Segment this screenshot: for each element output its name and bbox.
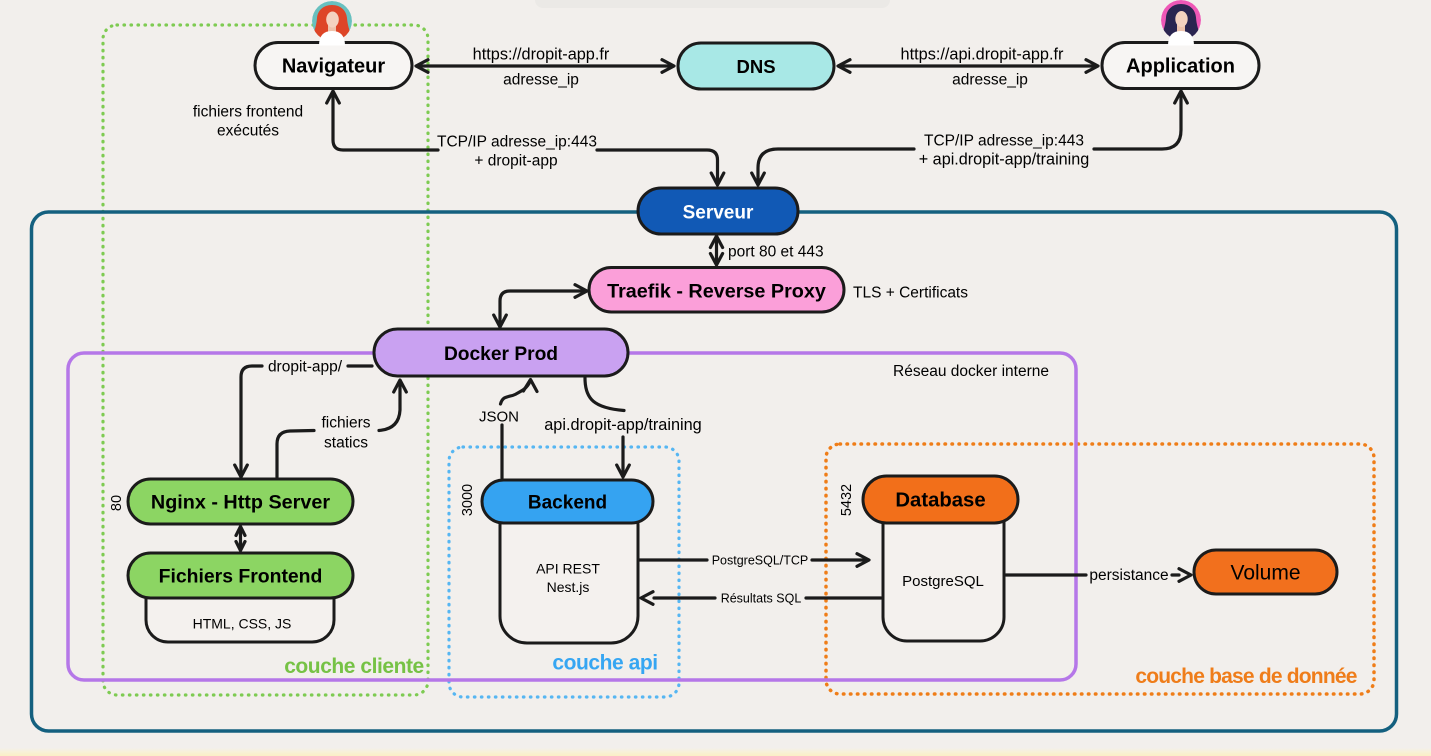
svg-text:DNS: DNS	[736, 56, 775, 77]
svg-text:Résultats SQL: Résultats SQL	[721, 592, 802, 606]
svg-text:api.dropit-app/training: api.dropit-app/training	[544, 416, 702, 434]
svg-text:Backend: Backend	[528, 493, 607, 514]
svg-text:JSON: JSON	[479, 409, 519, 426]
svg-text:Traefik - Reverse Proxy: Traefik - Reverse Proxy	[607, 281, 826, 303]
svg-text:Volume: Volume	[1230, 562, 1300, 585]
svg-text:Nest.js: Nest.js	[547, 579, 590, 595]
svg-text:5432: 5432	[839, 484, 855, 516]
svg-text:adresse_ip: adresse_ip	[503, 72, 579, 89]
svg-text:exécutés: exécutés	[217, 123, 279, 140]
svg-text:couche api: couche api	[552, 652, 657, 675]
svg-text:couche cliente: couche cliente	[284, 655, 424, 678]
svg-text:https://dropit-app.fr: https://dropit-app.fr	[473, 46, 610, 64]
svg-text:statics: statics	[324, 435, 368, 452]
svg-text:Réseau docker interne: Réseau docker interne	[893, 363, 1049, 380]
svg-text:HTML, CSS, JS: HTML, CSS, JS	[193, 616, 292, 632]
svg-text:Application: Application	[1126, 56, 1235, 78]
svg-text:80: 80	[109, 495, 125, 511]
svg-text:https://api.dropit-app.fr: https://api.dropit-app.fr	[901, 46, 1064, 64]
svg-text:Navigateur: Navigateur	[282, 56, 386, 78]
svg-text:fichiers: fichiers	[321, 415, 370, 432]
svg-text:API REST: API REST	[536, 561, 600, 577]
svg-text:fichiers frontend: fichiers frontend	[193, 104, 303, 121]
svg-text:port 80 et 443: port 80 et 443	[728, 244, 824, 261]
svg-text:PostgreSQL: PostgreSQL	[902, 573, 984, 590]
svg-text:TCP/IP adresse_ip:443: TCP/IP adresse_ip:443	[437, 134, 597, 151]
svg-text:Database: Database	[895, 490, 985, 512]
svg-text:Serveur: Serveur	[683, 203, 754, 224]
svg-text:+ dropit-app: + dropit-app	[474, 153, 557, 170]
svg-text:TLS + Certificats: TLS + Certificats	[853, 285, 968, 302]
svg-text:PostgreSQL/TCP: PostgreSQL/TCP	[712, 554, 809, 568]
svg-text:persistance: persistance	[1089, 567, 1168, 584]
svg-text:adresse_ip: adresse_ip	[952, 72, 1028, 89]
svg-text:3000: 3000	[460, 484, 476, 516]
svg-text:Fichiers Frontend: Fichiers Frontend	[159, 566, 323, 588]
svg-text:+ api.dropit-app/training: + api.dropit-app/training	[919, 151, 1090, 169]
svg-text:couche base de donnée: couche base de donnée	[1135, 665, 1356, 688]
svg-text:Nginx - Http Server: Nginx - Http Server	[151, 492, 330, 514]
svg-text:dropit-app/: dropit-app/	[268, 359, 343, 376]
svg-text:TCP/IP adresse_ip:443: TCP/IP adresse_ip:443	[924, 133, 1084, 150]
svg-text:Docker Prod: Docker Prod	[444, 344, 558, 365]
